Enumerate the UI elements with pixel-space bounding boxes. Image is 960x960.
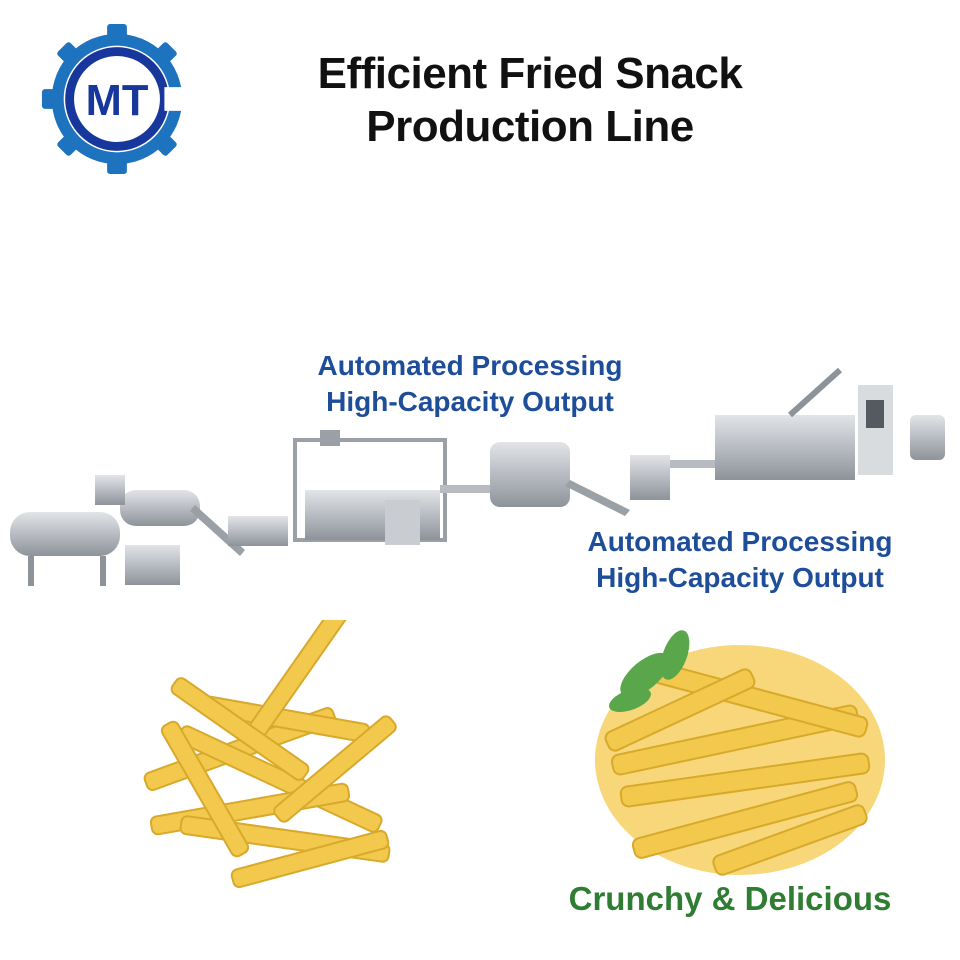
caption-line-2: High-Capacity Output <box>596 562 884 594</box>
snack-plate-image <box>595 630 885 876</box>
production-line-illustration <box>10 367 945 586</box>
page-title: Efficient Fried Snack Production Line <box>230 48 830 154</box>
snack-pile-image <box>143 620 397 889</box>
extruder-line <box>630 367 945 500</box>
title-line-2: Production Line <box>366 101 694 151</box>
seasoning-drum <box>10 475 200 586</box>
caption-line-1: Automated Processing <box>317 350 623 381</box>
title-line-1: Efficient Fried Snack <box>317 49 743 98</box>
work-table <box>440 485 495 493</box>
logo-monogram: MT <box>86 77 149 125</box>
tagline: Crunchy & Delicious <box>568 880 892 917</box>
conveyor-1 <box>190 505 288 556</box>
gear-icon <box>41 23 196 175</box>
feature-caption-top: Automated Processing High-Capacity Outpu… <box>290 348 650 421</box>
feature-caption-middle: Automated Processing High-Capacity Outpu… <box>560 524 920 597</box>
flavoring-drum <box>490 442 630 516</box>
caption-line-2: High-Capacity Output <box>326 386 614 418</box>
mint-leaf-icon <box>609 630 690 713</box>
brand-logo: MT <box>41 23 196 175</box>
caption-line-1: Automated Processing <box>587 526 893 557</box>
fryer-unit <box>293 430 447 545</box>
